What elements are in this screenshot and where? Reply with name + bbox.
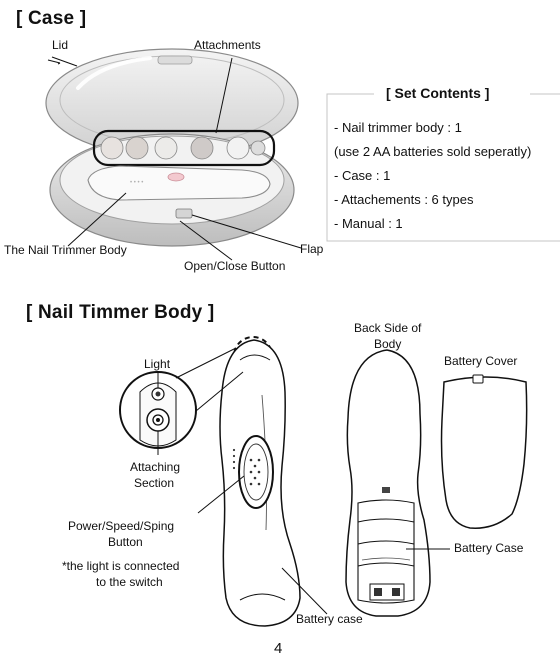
power-button-label-line1: Power/Speed/Sping [68,519,174,533]
back-side-label-line2: Body [374,337,401,351]
power-button-label-line2: Button [108,535,143,549]
battery-case-front-label: Battery case [296,612,363,626]
battery-case-back-label: Battery Case [454,541,523,555]
battery-cover-label: Battery Cover [444,354,517,368]
set-item-batteries-note: (use 2 AA batteries sold seperatly) [334,144,531,159]
set-item-manual: - Manual : 1 [334,216,403,231]
trimmer-body-label: The Nail Trimmer Body [4,243,127,257]
light-note-line1: *the light is connected [62,559,179,573]
flap-label: Flap [300,242,323,256]
attaching-section-label-line1: Attaching [130,460,180,474]
light-note-line2: to the switch [96,575,163,589]
back-side-label-line1: Back Side of [354,321,421,335]
set-contents-title: [ Set Contents ] [386,85,489,101]
trimmer-in-case: • • • • [88,166,270,200]
trimmer-back [346,350,430,616]
light-label: Light [144,357,170,371]
set-item-attachments: - Attachements : 6 types [334,192,473,207]
svg-text:• • • •: • • • • [130,180,143,186]
open-close-button-label: Open/Close Button [184,259,285,273]
set-item-body: - Nail trimmer body : 1 [334,120,462,135]
attachments-label: Attachments [194,38,261,52]
case-section-title: [ Case ] [16,8,86,30]
set-item-case: - Case : 1 [334,168,390,183]
lid-label: Lid [52,38,68,52]
page-number: 4 [274,640,282,657]
trimmer-front [220,337,300,626]
battery-cover [442,375,527,528]
attaching-section-label-line2: Section [134,476,174,490]
body-section-title: [ Nail Timmer Body ] [26,302,214,324]
